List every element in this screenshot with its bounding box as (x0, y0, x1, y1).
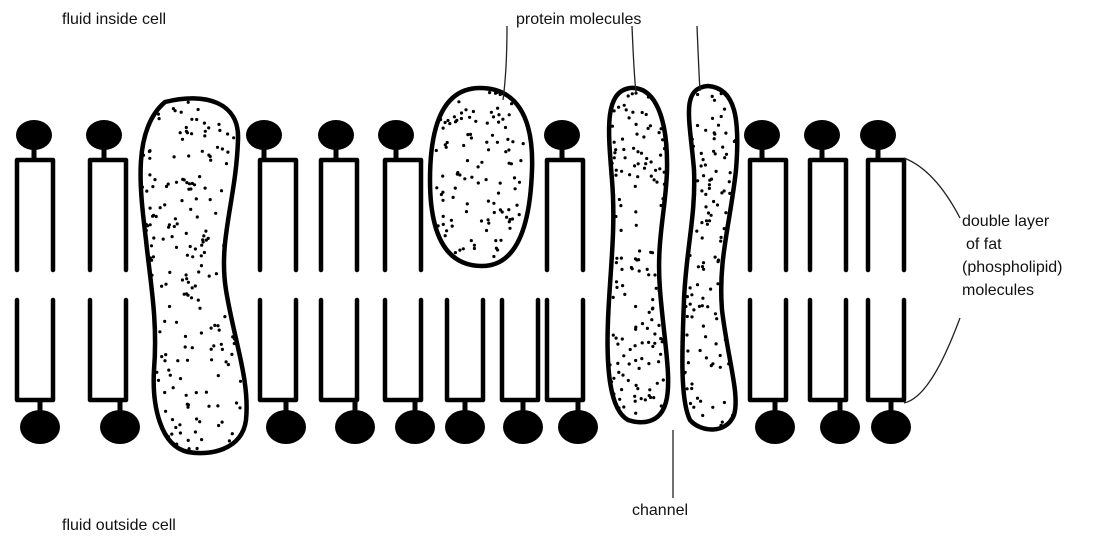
lipid-tail-bottom (810, 300, 846, 400)
lipid-tail-bottom (750, 300, 786, 400)
protein-oval-outline (430, 88, 532, 266)
lipid-tail-bottom (868, 300, 904, 400)
leader-protein-oval (503, 26, 507, 100)
phospholipid-11 (860, 120, 911, 444)
phospholipid-9 (744, 120, 795, 444)
phospholipid-5 (378, 120, 435, 444)
lipid-head-bottom (820, 410, 860, 444)
lipid-head-top (378, 120, 414, 150)
protein-large-outline (141, 98, 247, 453)
lipid-tail-top (547, 160, 583, 270)
lipid-head-bottom (871, 410, 911, 444)
lipid-tail-top (810, 160, 846, 270)
lipid-head-bottom (20, 410, 60, 444)
fat-label-line-4: molecules (962, 279, 1034, 302)
lipid-tail-bottom (385, 300, 421, 400)
lipid-head-top (544, 120, 580, 150)
protein-large (139, 98, 246, 453)
protein-molecules-label: protein molecules (516, 8, 641, 31)
fat-label-line-2: of fat (966, 233, 1002, 256)
lipid-head-bottom (266, 410, 306, 444)
phospholipid-10 (804, 120, 860, 444)
lipid-tail-bottom (321, 300, 357, 400)
lipid-tail-top (90, 160, 126, 270)
lipid-tail-top (868, 160, 904, 270)
channel-label: channel (632, 499, 688, 522)
lipid-head-top (860, 120, 896, 150)
lipid-head-bottom (100, 410, 140, 444)
leader-protein-channel-right (697, 26, 700, 91)
protein-oval (430, 88, 532, 266)
lipid-head-top (318, 120, 354, 150)
lipid-tail-bottom (17, 300, 53, 400)
lipid-head-bottom (755, 410, 795, 444)
lipid-head-bottom (445, 410, 485, 444)
lipid-tail-bottom (547, 300, 583, 400)
protein-channel-right (682, 86, 737, 430)
phospholipid-7 (502, 300, 543, 444)
protein-channel-left-outline (608, 88, 669, 422)
lipid-tail-bottom (502, 300, 538, 400)
fluid-inside-cell-label: fluid inside cell (62, 8, 166, 31)
phospholipid-2 (86, 120, 140, 444)
lipid-tail-top (750, 160, 786, 270)
lipid-head-bottom (503, 410, 543, 444)
leader-protein-channel-left (632, 26, 636, 93)
leader-fat-bottom (904, 318, 960, 403)
phospholipid-1 (16, 120, 60, 444)
lipid-head-bottom (558, 410, 598, 444)
lipid-tail-bottom (260, 300, 296, 400)
phospholipid-6 (445, 300, 485, 444)
leader-fat-top (904, 158, 960, 218)
lipid-head-top (86, 120, 122, 150)
fat-label-line-1: double layer (962, 210, 1049, 233)
lipid-head-bottom (335, 410, 375, 444)
lipid-tail-top (321, 160, 357, 270)
lipid-tail-top (17, 160, 53, 270)
fat-label-line-3: (phospholipid) (962, 256, 1063, 279)
lipid-head-bottom (395, 410, 435, 444)
fluid-outside-cell-label: fluid outside cell (62, 514, 176, 537)
protein-channel-right-outline (682, 86, 737, 430)
protein-channel-left (607, 88, 668, 422)
lipid-head-top (804, 120, 840, 150)
lipid-head-top (246, 120, 282, 150)
lipid-head-top (16, 120, 52, 150)
phospholipid-3 (246, 120, 306, 444)
protein-group (139, 86, 737, 453)
lipid-head-top (744, 120, 780, 150)
lipid-tail-bottom (447, 300, 483, 400)
phospholipid-4 (318, 120, 375, 444)
lipid-tail-bottom (90, 300, 126, 400)
lipid-tail-top (260, 160, 296, 270)
lipid-tail-top (385, 160, 421, 270)
phospholipid-8 (544, 120, 598, 444)
